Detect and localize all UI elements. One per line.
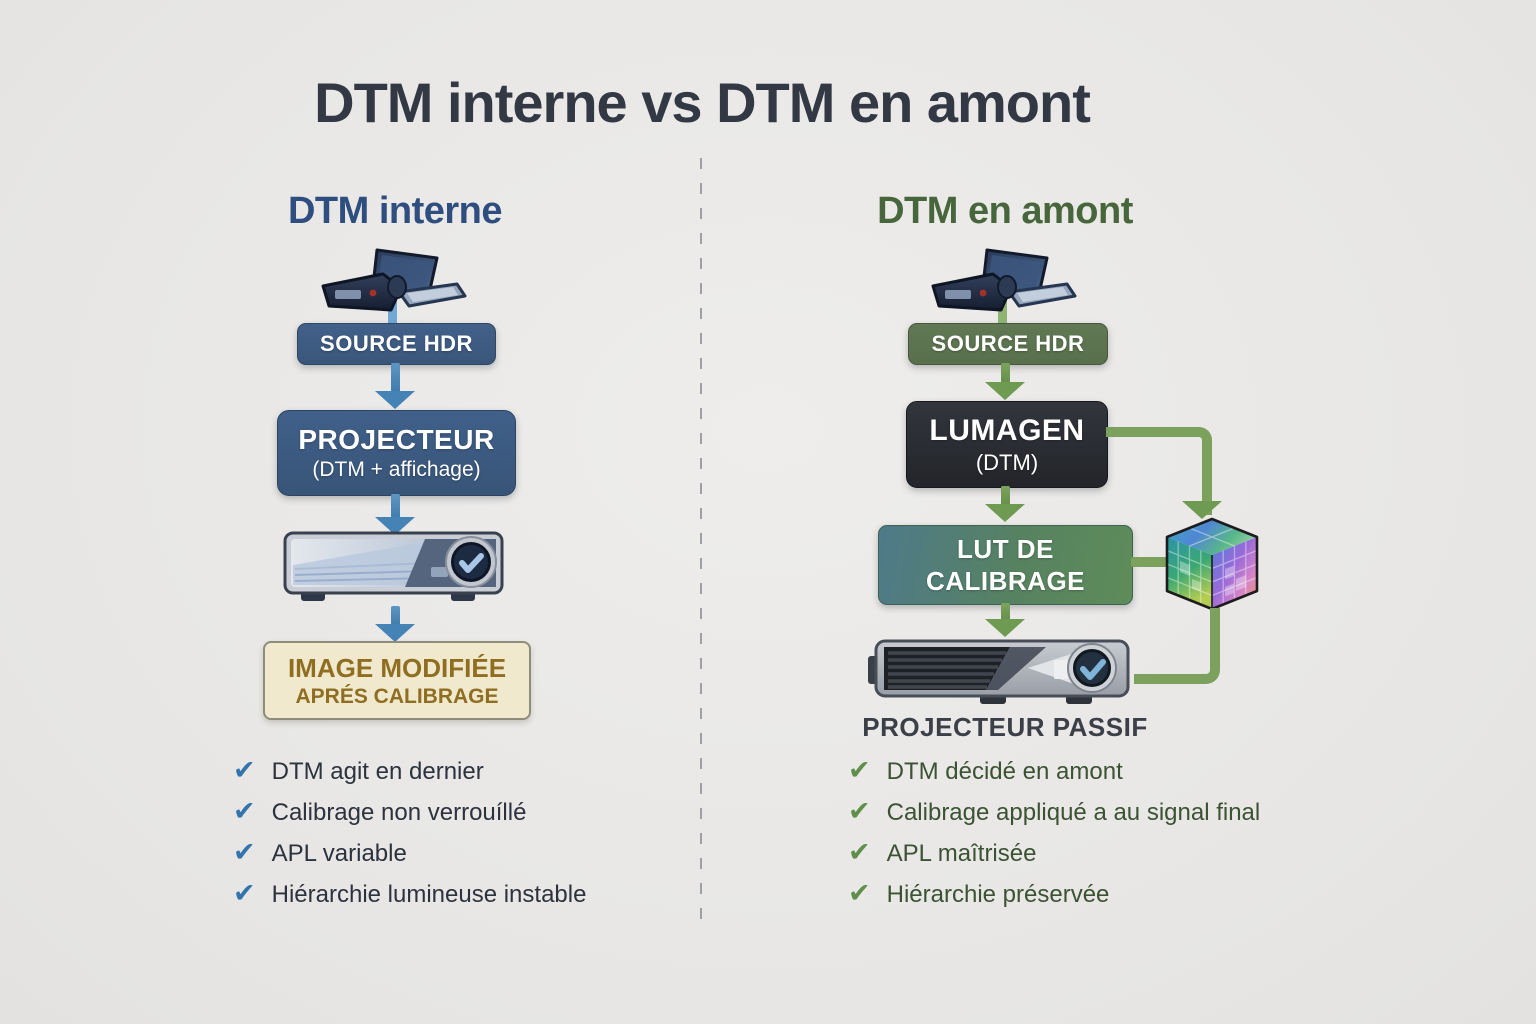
- check-icon: ✔: [233, 755, 256, 785]
- check-icon: ✔: [233, 837, 256, 867]
- flow-arrowhead: [375, 624, 415, 642]
- lut-calibrage-box: LUT DE CALIBRAGE: [878, 525, 1133, 605]
- list-item-label: DTM agit en dernier: [271, 757, 484, 785]
- image-modifiee-box: IMAGE MODIFIÉE APRÉS CALIBRAGE: [263, 641, 531, 720]
- lumagen-box-title: LUMAGEN: [929, 413, 1085, 447]
- list-item: ✔ APL variable: [233, 833, 586, 874]
- lut-box-line1: LUT DE: [957, 533, 1054, 564]
- flow-arrow: [391, 606, 400, 625]
- projector-icon: [868, 639, 1130, 704]
- flow-arrowhead: [985, 504, 1025, 522]
- lumagen-box: LUMAGEN (DTM): [906, 401, 1108, 488]
- flow-arrowhead: [985, 382, 1025, 400]
- list-item: ✔ Calibrage appliqué a au signal final: [848, 792, 1260, 833]
- check-icon: ✔: [233, 796, 256, 826]
- list-item: ✔ Calibrage non verrouíllé: [233, 792, 586, 833]
- connector-elbow: [1106, 427, 1212, 515]
- list-item-label: DTM décidé en amont: [886, 757, 1123, 785]
- source-hdr-box-left: SOURCE HDR: [297, 323, 496, 365]
- flow-arrow: [391, 363, 400, 392]
- right-column-header: DTM en amont: [877, 190, 1133, 232]
- source-hdr-box-right: SOURCE HDR: [908, 323, 1108, 365]
- flow-arrowhead: [375, 517, 415, 535]
- connector-line: [998, 298, 1007, 325]
- list-item-label: Calibrage appliqué a au signal final: [886, 798, 1261, 826]
- lumagen-box-subtitle: (DTM): [975, 449, 1039, 475]
- list-item: ✔ Hiérarchie préservée: [848, 874, 1260, 915]
- check-icon: ✔: [848, 755, 871, 785]
- connector-line: [1131, 557, 1173, 567]
- source-hdr-label: SOURCE HDR: [931, 331, 1085, 356]
- connector-elbow: [1134, 608, 1220, 684]
- flow-arrow: [1001, 363, 1010, 383]
- page-title: DTM interne vs DTM en amont: [314, 71, 1091, 134]
- image-modifiee-title: IMAGE MODIFIÉE: [287, 652, 507, 683]
- list-item-label: APL maîtrisée: [886, 839, 1037, 867]
- projecteur-box-subtitle: (DTM + affichage): [312, 458, 481, 481]
- check-icon: ✔: [848, 837, 871, 867]
- flow-arrowhead: [985, 619, 1025, 637]
- right-checklist: ✔ DTM décidé en amont ✔ Calibrage appliq…: [848, 751, 1260, 915]
- projecteur-box-title: PROJECTEUR: [298, 424, 495, 455]
- image-modifiee-subtitle: APRÉS CALIBRAGE: [295, 684, 499, 708]
- lut-cube-icon: [1165, 517, 1259, 611]
- check-icon: ✔: [848, 878, 871, 908]
- check-icon: ✔: [848, 796, 871, 826]
- list-item-label: Hiérarchie lumineuse instable: [271, 880, 587, 908]
- projector-icon: [283, 531, 504, 601]
- flow-arrow: [391, 494, 400, 518]
- list-item: ✔ DTM agit en dernier: [233, 751, 586, 792]
- projecteur-passif-label: PROJECTEUR PASSIF: [862, 712, 1148, 742]
- list-item: ✔ APL maîtrisée: [848, 833, 1260, 874]
- list-item-label: Hiérarchie préservée: [886, 880, 1110, 908]
- projecteur-box: PROJECTEUR (DTM + affichage): [277, 410, 516, 496]
- left-checklist: ✔ DTM agit en dernier ✔ Calibrage non ve…: [233, 751, 586, 915]
- connector-line: [388, 298, 397, 325]
- list-item: ✔ Hiérarchie lumineuse instable: [233, 874, 586, 915]
- flow-arrow: [1001, 603, 1010, 620]
- media-player-icon: [931, 248, 1077, 312]
- media-player-icon: [321, 248, 467, 312]
- left-column-header: DTM interne: [287, 190, 503, 232]
- lut-box-line2: CALIBRAGE: [925, 566, 1086, 596]
- flow-arrowhead: [1182, 501, 1222, 519]
- flow-arrow: [1001, 486, 1010, 505]
- list-item: ✔ DTM décidé en amont: [848, 751, 1260, 792]
- list-item-label: Calibrage non verrouíllé: [271, 798, 527, 826]
- flow-arrowhead: [375, 391, 415, 409]
- column-divider: [700, 158, 702, 933]
- list-item-label: APL variable: [271, 839, 407, 867]
- check-icon: ✔: [233, 878, 256, 908]
- source-hdr-label: SOURCE HDR: [320, 331, 473, 356]
